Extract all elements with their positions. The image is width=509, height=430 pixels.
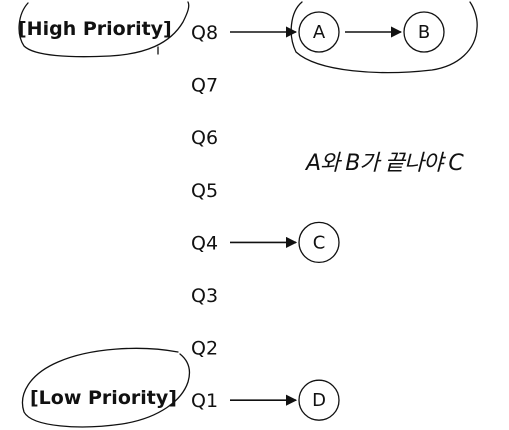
queue-label-q3: Q3: [191, 285, 218, 307]
node-b-label: B: [418, 22, 430, 43]
queue-label-q7: Q7: [191, 75, 218, 97]
queue-label-q5: Q5: [191, 180, 218, 202]
ab-hand-loop: [290, 1, 478, 74]
queue-label-q1: Q1: [191, 390, 218, 412]
node-d-circle: [298, 379, 340, 421]
node-a-label: A: [313, 22, 326, 43]
high-priority-label: [High Priority]: [18, 18, 172, 40]
node-a-circle: [298, 11, 340, 53]
queue-label-q4: Q4: [191, 232, 218, 254]
node-c-label: C: [313, 232, 326, 253]
low-priority-hand-loop: [21, 347, 191, 428]
node-c-circle: [298, 221, 340, 264]
high-priority-hand-loop: [18, 1, 190, 58]
node-b-circle: [403, 11, 445, 53]
handwritten-note: A와 B가 끝나야 C: [304, 151, 464, 176]
low-priority-label: [Low Priority]: [30, 387, 177, 409]
queue-label-q6: Q6: [191, 127, 218, 149]
node-d-label: D: [312, 390, 326, 411]
queue-label-q8: Q8: [191, 22, 218, 44]
queue-label-q2: Q2: [191, 338, 218, 360]
